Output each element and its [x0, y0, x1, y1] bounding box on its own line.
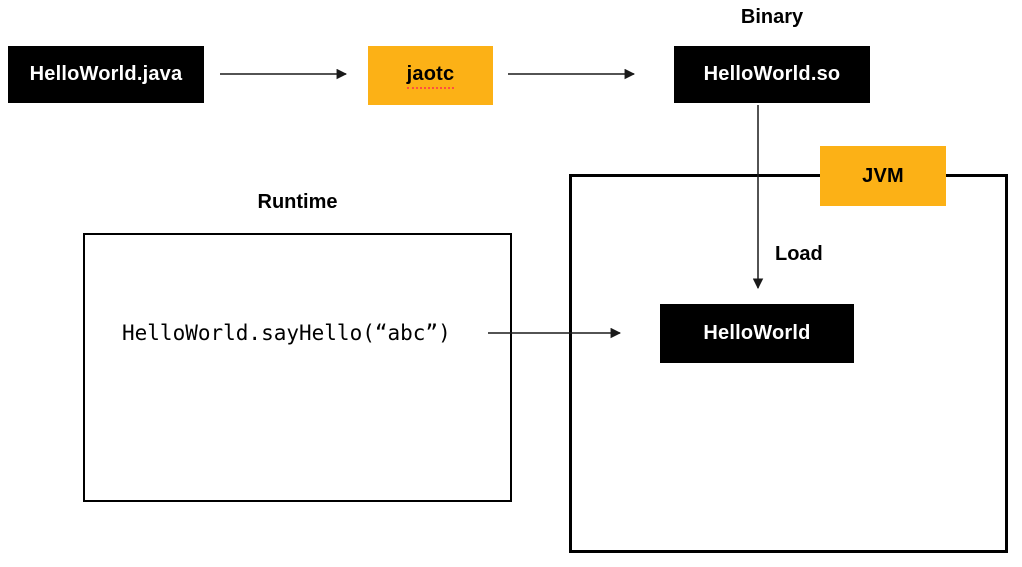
- node-helloworld-java-label: HelloWorld.java: [29, 63, 183, 85]
- node-jvm-tab: JVM: [820, 146, 946, 206]
- runtime-container-box: [83, 233, 512, 502]
- jvm-container-box: [569, 174, 1008, 553]
- node-helloworld-label: HelloWorld: [703, 322, 811, 344]
- node-helloworld: HelloWorld: [660, 304, 854, 363]
- node-helloworld-so: HelloWorld.so: [674, 46, 870, 103]
- runtime-label: Runtime: [257, 191, 338, 213]
- node-helloworld-so-label: HelloWorld.so: [703, 63, 841, 85]
- node-helloworld-java: HelloWorld.java: [8, 46, 204, 103]
- runtime-code-text: HelloWorld.sayHello(“abc”): [122, 321, 451, 345]
- node-jaotc: jaotc: [368, 46, 493, 105]
- load-label: Load: [775, 243, 823, 265]
- node-jaotc-label: jaotc: [406, 63, 455, 89]
- binary-label: Binary: [740, 6, 804, 28]
- node-jvm-label: JVM: [862, 164, 904, 187]
